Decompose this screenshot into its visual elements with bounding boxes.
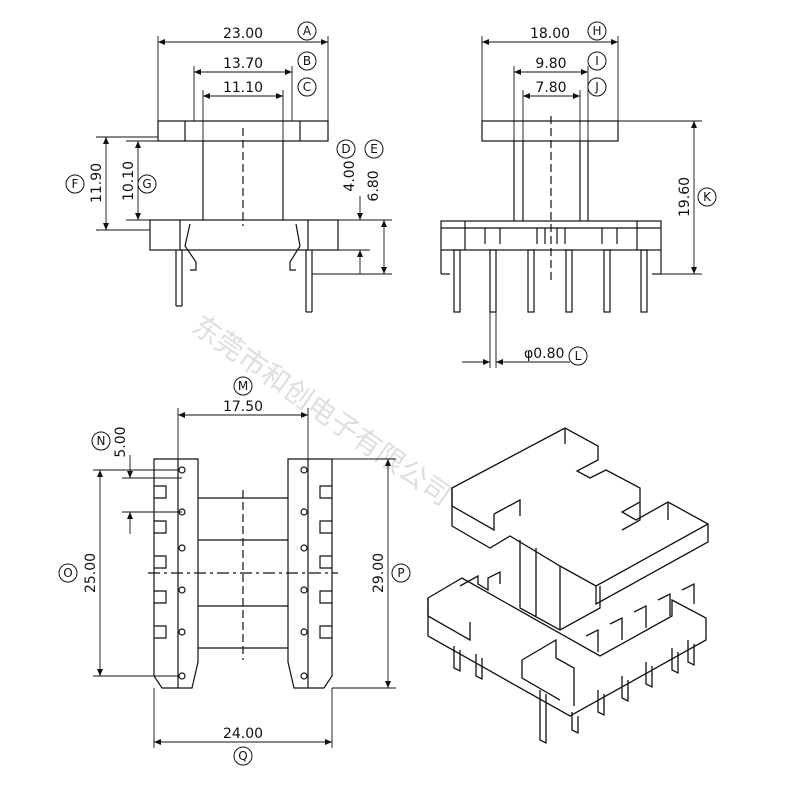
label-q: Q	[238, 749, 247, 763]
dim-b-value: 13.70	[223, 56, 263, 72]
top-view-pin-holes	[178, 466, 308, 680]
label-l: L	[575, 349, 582, 363]
label-a: A	[303, 24, 312, 38]
side-dimension-lines	[462, 36, 702, 368]
isometric-view	[427, 427, 710, 745]
dim-m-value: 17.50	[223, 399, 263, 415]
label-i: I	[595, 54, 599, 68]
top-dimension-lines	[93, 408, 396, 748]
dim-c-value: 11.10	[223, 80, 263, 96]
dim-i-value: 9.80	[535, 56, 566, 72]
label-p: P	[397, 566, 404, 580]
top-view	[148, 458, 338, 689]
dim-p-value: 29.00	[371, 553, 387, 593]
letter-texts: A B C D E F G H I J K L M N O P Q	[63, 24, 712, 763]
dim-j-value: 7.80	[535, 80, 566, 96]
dim-a-value: 23.00	[223, 26, 263, 42]
label-k: K	[703, 190, 712, 204]
label-e: E	[370, 142, 378, 156]
label-f: F	[72, 177, 79, 191]
dim-e-value: 6.80	[366, 170, 382, 201]
label-d: D	[341, 142, 350, 156]
side-view	[440, 116, 662, 313]
dimension-letter-labels	[58, 21, 717, 766]
label-m: M	[238, 379, 248, 393]
label-o: O	[63, 566, 72, 580]
side-view-pins	[453, 249, 648, 313]
dim-d-value: 4.00	[342, 160, 358, 191]
dim-h-value: 18.00	[530, 26, 570, 42]
dim-q-value: 24.00	[223, 726, 263, 742]
label-j: J	[594, 80, 599, 94]
label-h: H	[592, 24, 601, 38]
dim-l-value: φ0.80	[524, 346, 564, 362]
dim-k-value: 19.60	[677, 177, 693, 217]
dim-n-value: 5.00	[113, 426, 129, 457]
label-b: B	[303, 54, 311, 68]
front-view	[149, 120, 339, 313]
front-dimension-lines	[96, 36, 392, 275]
dim-o-value: 25.00	[83, 553, 99, 593]
label-n: N	[97, 434, 106, 448]
dim-f-value: 11.90	[89, 163, 105, 203]
label-g: G	[142, 177, 151, 191]
dim-g-value: 10.10	[121, 161, 137, 201]
top-view-slots	[154, 485, 332, 639]
dimension-values: 23.00 13.70 11.10 4.00 6.80 11.90 10.10 …	[83, 26, 693, 742]
label-c: C	[303, 80, 311, 94]
